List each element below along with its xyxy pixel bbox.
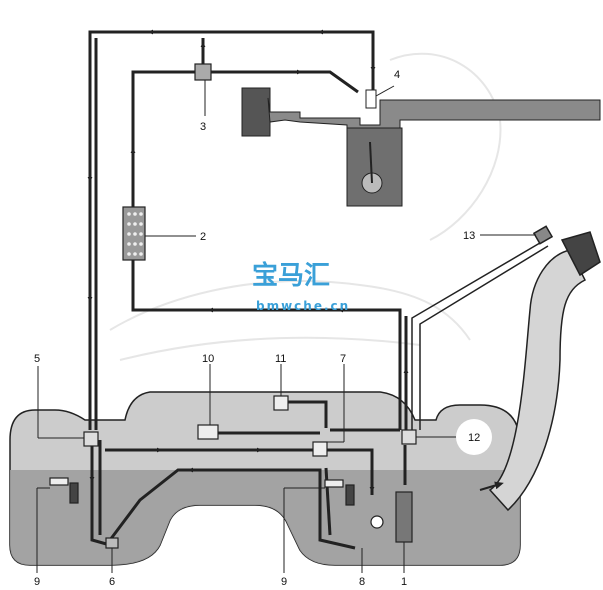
label-9-left: 9: [34, 576, 40, 588]
sender-9b: [345, 484, 355, 506]
jet-pump-6: [105, 537, 119, 549]
label-11: 11: [275, 353, 286, 365]
engine: [241, 87, 601, 207]
watermark-cn: 宝马汇: [252, 260, 330, 291]
fuel-level: [10, 470, 520, 565]
callout-labels: 3 2 4 5 10 11 7 13 12 9 6 9 8 1: [34, 69, 480, 588]
label-6: 6: [109, 576, 115, 588]
components: [49, 63, 417, 549]
watermark-site: bmwche.cn: [256, 299, 350, 313]
pressure-regulator-3: [194, 63, 212, 81]
label-13: 13: [463, 230, 475, 242]
vent-line: [411, 225, 554, 430]
label-1: 1: [401, 576, 407, 588]
flow-arrows: [87, 29, 409, 493]
label-3: 3: [200, 121, 206, 133]
valve-11: [273, 395, 289, 411]
label-10: 10: [202, 353, 214, 365]
flange-5: [83, 431, 99, 447]
flange-12: [401, 429, 417, 445]
label-7: 7: [340, 353, 346, 365]
valve-7: [312, 441, 328, 457]
leader-lines: [36, 80, 536, 573]
watermark: 宝马汇 bmwche.cn: [252, 260, 350, 313]
valve-10: [197, 424, 219, 440]
label-12: 12: [468, 432, 480, 444]
label-4: 4: [394, 69, 400, 81]
label-9-right: 9: [281, 576, 287, 588]
pump-1: [395, 491, 413, 543]
label-8: 8: [359, 576, 365, 588]
fuel-tank: [9, 391, 521, 566]
label-2: 2: [200, 231, 206, 243]
sender-9a: [69, 482, 79, 504]
filler-neck: [479, 231, 601, 512]
label-5: 5: [34, 353, 40, 365]
label-12-badge: [456, 419, 492, 455]
